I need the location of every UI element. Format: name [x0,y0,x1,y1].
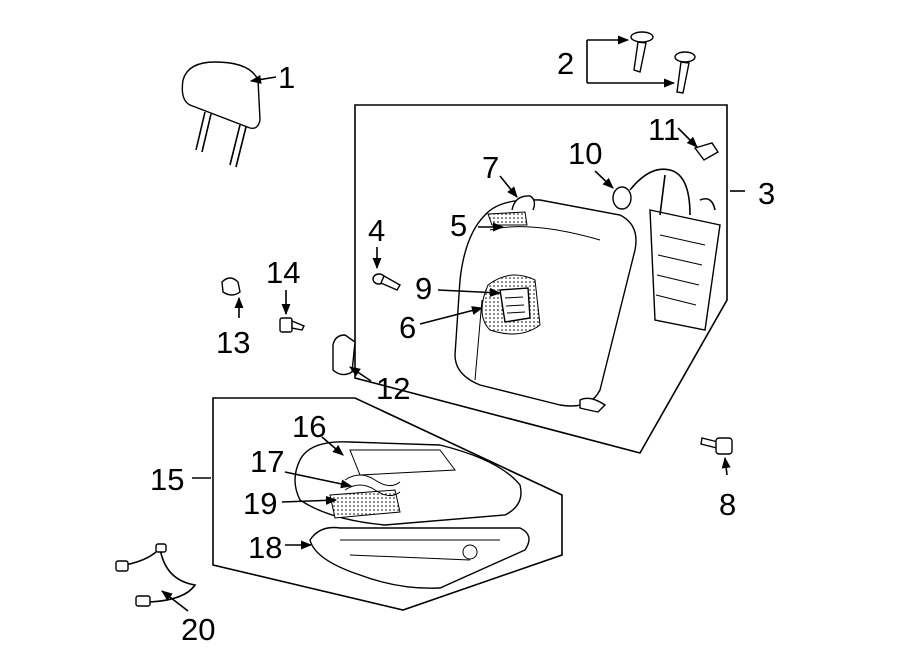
callout-1: 1 [278,60,295,95]
callout-8: 8 [719,487,736,522]
frame-bolt-part [700,437,733,455]
leader-lines [161,35,745,612]
callout-4: 4 [368,213,385,248]
back-bolt-part [372,273,401,291]
callout-11: 11 [648,112,680,147]
callout-16: 16 [292,409,326,444]
cushion-frame-part [309,526,530,589]
callout-3: 3 [758,176,775,211]
callout-10: 10 [568,136,602,171]
callout-7: 7 [482,150,499,185]
callout-20: 20 [181,612,215,647]
trim-cover-part [332,334,356,376]
seat-back-part [454,195,637,413]
screw-part [279,317,305,333]
callout-5: 5 [450,208,467,243]
callout-18: 18 [248,530,282,565]
cap-nut-part [221,277,241,296]
callout-14: 14 [266,255,300,290]
callout-12: 12 [376,371,410,406]
clip-part [693,142,719,161]
callout-17: 17 [250,444,284,479]
seat-cushion-part [294,441,522,526]
seat-back-group-box [354,104,728,454]
headrest-part [181,61,261,168]
callout-2: 2 [557,46,574,81]
callout-19: 19 [243,486,277,521]
callout-13: 13 [216,325,250,360]
wire-harness-part [115,543,197,607]
seat-cushion-group-box [212,397,563,611]
callout-9: 9 [415,271,432,306]
guide-pin-parts [630,31,696,94]
callout-6: 6 [399,310,416,345]
seat-back-frame-part [612,168,721,331]
callout-15: 15 [150,462,184,497]
